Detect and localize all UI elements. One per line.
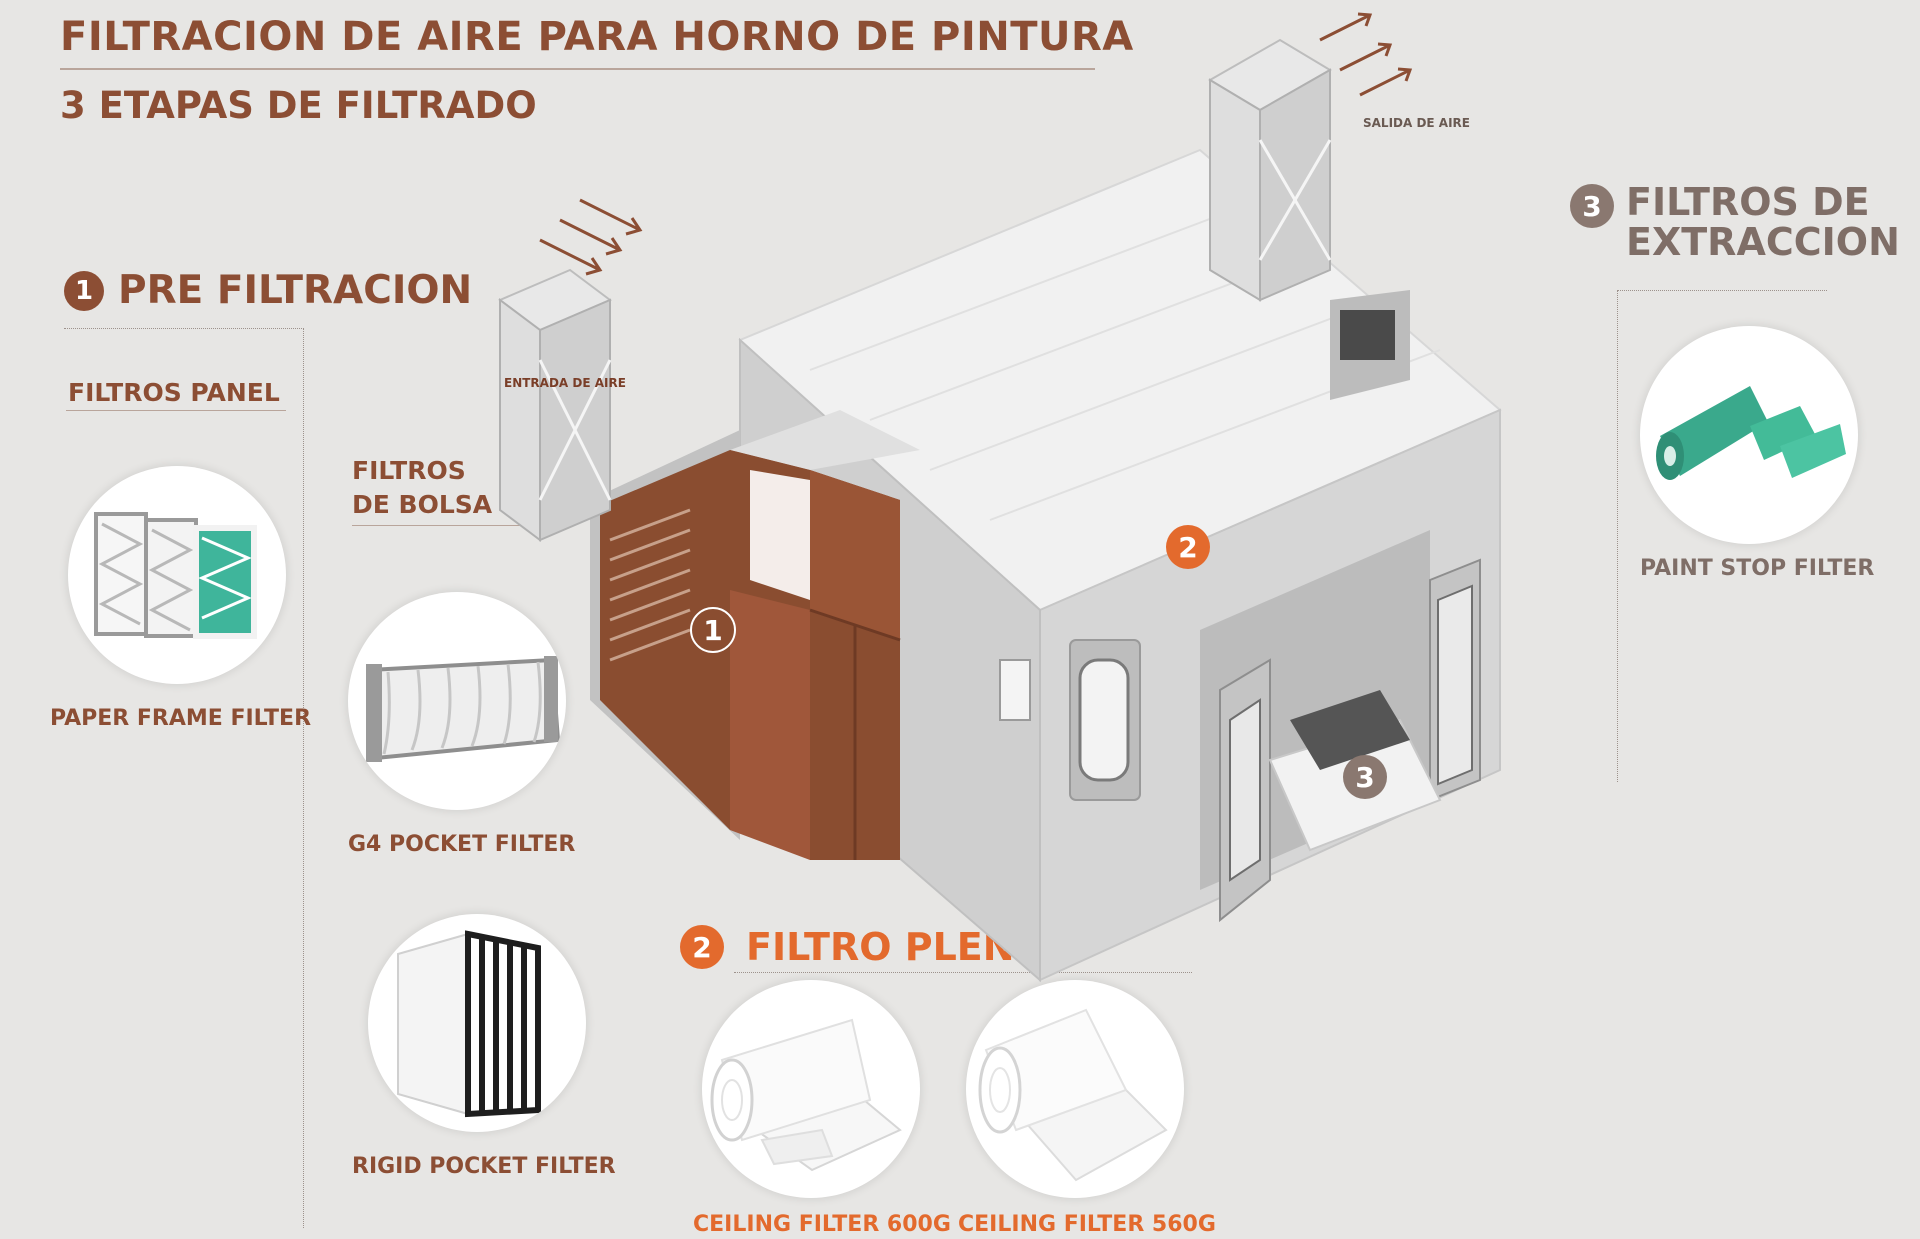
- booth-marker-3-label: 3: [1355, 761, 1375, 794]
- rigid-pocket-filter-caption: RIGID POCKET FILTER: [352, 1154, 616, 1179]
- stage1-number-badge: 1: [64, 270, 104, 311]
- stage2-guide-line: [734, 972, 1192, 973]
- stage1-heading-text: PRE FILTRACION: [118, 268, 473, 313]
- booth-marker-2: [1166, 525, 1210, 569]
- bag-label-rule: [352, 525, 572, 526]
- air-inlet-label: ENTRADA DE AIRE: [504, 376, 626, 390]
- page-subtitle: 3 ETAPAS DE FILTRADO: [60, 84, 537, 127]
- stage3-vertical-guide: [1617, 290, 1618, 782]
- ceiling-filter-600g-caption: CEILING FILTER 600G: [693, 1212, 951, 1237]
- air-outlet-label: SALIDA DE AIRE: [1363, 116, 1470, 130]
- paper-frame-filter-icon: [94, 512, 257, 639]
- stage3-number-badge: 3: [1570, 184, 1614, 228]
- stage1-guide-line: [64, 328, 304, 329]
- g4-pocket-filter-thumb: [348, 592, 566, 810]
- booth-marker-3: [1343, 755, 1387, 799]
- stage3-heading: 3 FILTROS DE EXTRACCION: [1570, 180, 1910, 274]
- booth-marker-2-label: 2: [1178, 531, 1198, 564]
- ceiling-filter-600g-thumb: [702, 980, 920, 1198]
- stage1-vertical-guide: [303, 328, 304, 1228]
- filtros-panel-label: FILTROS PANEL: [68, 378, 280, 407]
- g4-pocket-filter-caption: G4 POCKET FILTER: [348, 832, 576, 857]
- ceiling-filter-560g-caption: CEILING FILTER 560G: [958, 1212, 1216, 1237]
- filtros-bolsa-label-line2: DE BOLSA: [352, 490, 493, 519]
- ceiling-filter-560g-thumb: [966, 980, 1184, 1198]
- paint-stop-filter-icon: [1656, 386, 1846, 480]
- panel-label-rule: [66, 410, 286, 411]
- title-divider: [60, 68, 1095, 70]
- rigid-pocket-filter-thumb: [368, 914, 586, 1132]
- stage1-heading: 1 PRE FILTRACION: [64, 268, 472, 313]
- stage3-heading-line1: FILTROS DE: [1626, 180, 1870, 224]
- stage3-heading-line2: EXTRACCION: [1626, 220, 1900, 264]
- page-title: FILTRACION DE AIRE PARA HORNO DE PINTURA: [60, 14, 1134, 60]
- paint-stop-filter-caption: PAINT STOP FILTER: [1640, 556, 1875, 581]
- rigid-pocket-filter-icon: [397, 930, 541, 1118]
- spray-booth-illustration: [498, 12, 1502, 983]
- paper-frame-filter-caption: PAPER FRAME FILTER: [50, 706, 312, 731]
- stage3-top-guide: [1617, 290, 1827, 291]
- stage2-number-badge: 2: [680, 925, 724, 969]
- g4-pocket-filter-icon: [366, 656, 561, 762]
- ceiling-filter-roll-icon: [978, 1008, 1168, 1182]
- booth-marker-1-label: 1: [703, 614, 723, 647]
- paper-frame-filter-thumb: [68, 466, 286, 684]
- ceiling-filter-roll-icon: [710, 1018, 902, 1172]
- booth-marker-1: [690, 607, 736, 653]
- paint-stop-filter-thumb: [1640, 326, 1858, 544]
- filtros-bolsa-label-line1: FILTROS: [352, 456, 466, 485]
